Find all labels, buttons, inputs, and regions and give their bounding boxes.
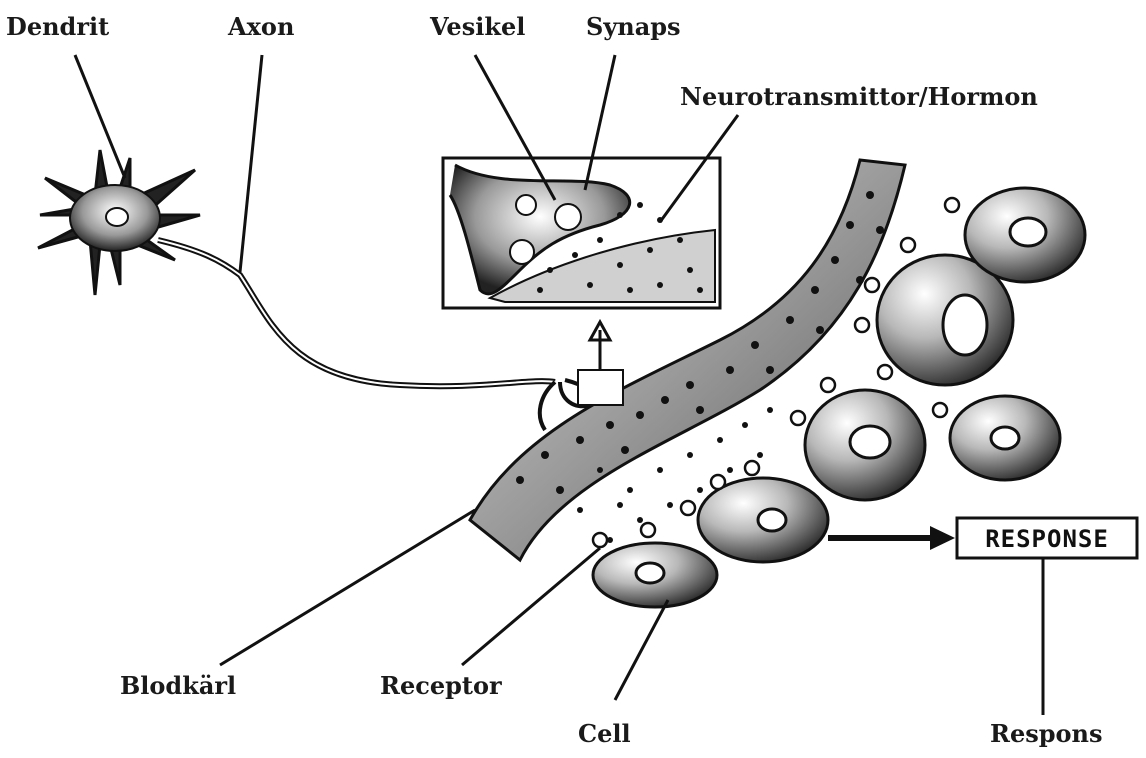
label-neurotransmittor: Neurotransmittor/Hormon: [680, 82, 1038, 111]
label-vesikel: Vesikel: [429, 12, 525, 41]
label-synaps: Synaps: [586, 12, 681, 41]
label-axon: Axon: [227, 12, 294, 41]
label-respons: Respons: [990, 719, 1102, 748]
label-receptor: Receptor: [380, 671, 502, 700]
response-arrow: [828, 526, 955, 550]
cell-small: [593, 543, 717, 607]
label-cell: Cell: [578, 719, 631, 748]
response-box-text: RESPONSE: [985, 525, 1109, 553]
label-blodkarl: Blodkärl: [120, 671, 236, 700]
cell-top-right: [965, 188, 1085, 282]
cell-response: [698, 478, 828, 562]
cell-mid: [805, 390, 925, 500]
cell-right: [950, 396, 1060, 480]
label-dendrit: Dendrit: [6, 12, 109, 41]
response-box: RESPONSE: [957, 518, 1137, 558]
